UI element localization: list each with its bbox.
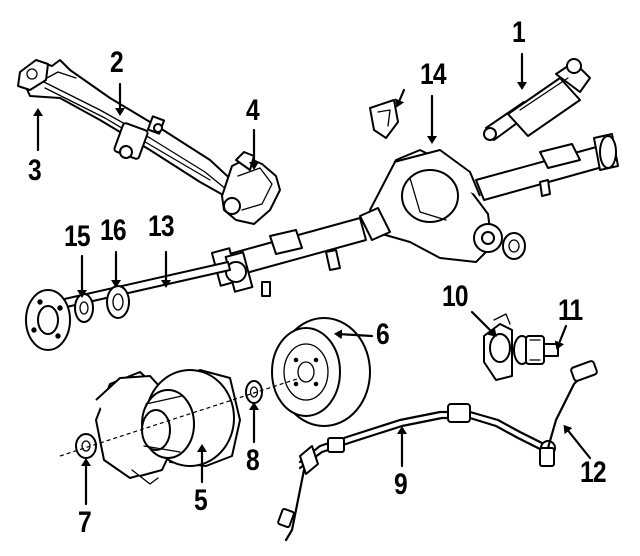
callout-13: 13 — [148, 210, 175, 243]
callout-2: 2 — [110, 46, 124, 79]
callout-8: 8 — [246, 444, 260, 477]
callout-3: 3 — [28, 154, 42, 187]
centre-line — [59, 377, 301, 457]
stabilizer-bushing — [483, 313, 513, 381]
callout-9: 9 — [394, 468, 408, 501]
brake-drum — [271, 317, 371, 427]
callout-15: 15 — [64, 220, 91, 253]
leaf-spring — [17, 59, 239, 201]
leader-lines — [33, 52, 592, 506]
bearing-cap — [369, 99, 399, 139]
leader-10 — [470, 310, 497, 337]
stabilizer-link — [539, 360, 598, 467]
backing-plate-and-hub — [75, 369, 241, 485]
spring-shackle — [221, 151, 281, 225]
axle-shaft — [25, 261, 231, 351]
callout-12: 12 — [580, 456, 607, 489]
callout-7: 7 — [78, 506, 92, 539]
leader-14b — [394, 88, 406, 108]
drum-seal — [245, 380, 263, 404]
callout-14: 14 — [420, 58, 447, 91]
leader-11 — [554, 324, 568, 350]
callout-16: 16 — [100, 214, 127, 247]
callout-10: 10 — [442, 280, 469, 313]
shock-absorber — [483, 58, 591, 141]
callout-11: 11 — [558, 294, 583, 327]
callout-1: 1 — [512, 16, 526, 49]
callout-6: 6 — [376, 318, 390, 351]
leader-6 — [334, 329, 374, 340]
callout-5: 5 — [194, 484, 208, 517]
axle-housing — [210, 133, 619, 297]
leader-12 — [563, 424, 592, 460]
link-bushing — [513, 335, 559, 365]
callout-4: 4 — [246, 94, 260, 127]
